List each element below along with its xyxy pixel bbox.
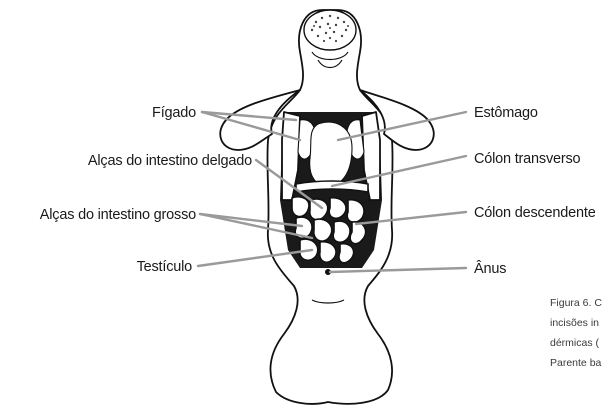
label-anus: Ânus — [474, 260, 506, 277]
label-alcas-intestino-delgado: Alças do intestino delgado — [88, 153, 252, 169]
caption-line-2: incisões in — [550, 317, 599, 329]
label-alcas-intestino-grosso: Alças do intestino grosso — [40, 207, 196, 223]
manatee-body — [220, 10, 434, 404]
label-figado: Fígado — [152, 105, 196, 121]
label-estomago: Estômago — [474, 105, 538, 121]
caption-line-3: dérmicas ( — [550, 337, 600, 349]
figure-caption: Figura 6. C incisões in dérmicas ( Paren… — [550, 297, 602, 369]
label-colon-descendente: Cólon descendente — [474, 205, 596, 221]
label-colon-transverso: Cólon transverso — [474, 151, 581, 167]
caption-line-4: Parente ba — [550, 357, 602, 369]
label-testiculo: Testículo — [137, 259, 193, 275]
caption-line-1: Figura 6. C — [550, 297, 602, 309]
right-labels: Estômago Cólon transverso Cólon descende… — [474, 105, 596, 277]
